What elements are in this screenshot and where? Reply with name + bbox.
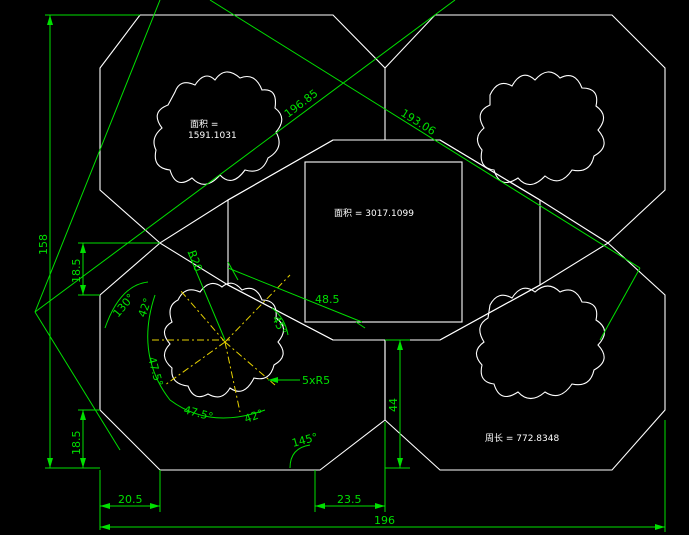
arrowhead xyxy=(80,410,86,420)
dim-label-45deg: 45° xyxy=(269,314,289,337)
dim-line-diagonal xyxy=(34,0,161,313)
arrowhead xyxy=(80,243,86,253)
arrowheads xyxy=(47,15,665,530)
dim-line-193-06 xyxy=(209,0,641,269)
bottom-left-octagon xyxy=(99,242,386,471)
dim-label-130deg: 130° xyxy=(110,291,137,320)
arrowhead xyxy=(315,503,325,509)
dim-label-18-5-lower: 18.5 xyxy=(70,431,83,456)
dim-label-44: 44 xyxy=(387,398,400,412)
flower-cutout-top-right xyxy=(476,71,605,186)
dimension-labels: 196.85 193.06 158 18.5 18.5 130° R20 48.… xyxy=(37,87,438,527)
arrowhead xyxy=(100,503,110,509)
dim-arc-145 xyxy=(289,444,311,469)
arrowhead xyxy=(80,458,86,468)
centerline xyxy=(164,341,226,386)
bottom-right-octagon xyxy=(384,242,666,471)
dim-line-diagonal xyxy=(34,311,121,451)
flower-cutouts xyxy=(153,71,606,400)
dimension-lines xyxy=(34,0,666,532)
dim-arc-angles xyxy=(147,294,266,419)
dim-label-47-5-left: 47.5° xyxy=(145,355,165,387)
arrowhead xyxy=(268,377,278,383)
flower-cutout-bottom-left xyxy=(163,282,285,398)
arrowhead xyxy=(47,458,53,468)
dim-label-42deg-upper: 42° xyxy=(136,296,155,319)
dim-label-196: 196 xyxy=(374,514,395,527)
dim-label-158: 158 xyxy=(37,234,50,255)
centerlines xyxy=(152,274,291,413)
area-center-label: 面积 = 3017.1099 xyxy=(334,207,414,219)
area-top-left-value: 1591.1031 xyxy=(188,131,237,141)
arrowhead xyxy=(375,503,385,509)
dim-line-diagonal xyxy=(599,267,641,341)
annotations: 面积 = 1591.1031 面积 = 3017.1099 周长 = 772.8… xyxy=(188,118,559,444)
dim-label-42deg-lower: 42° xyxy=(243,407,266,426)
centerline xyxy=(224,274,291,343)
flower-cutout-top-left xyxy=(153,71,283,185)
centerline xyxy=(179,289,226,343)
dim-label-18-5-upper: 18.5 xyxy=(70,259,83,284)
arrowhead xyxy=(100,524,110,530)
dim-label-145deg: 145° xyxy=(290,430,319,449)
arrowhead xyxy=(655,524,665,530)
dim-label-5xr5: 5xR5 xyxy=(302,374,330,387)
ext-line xyxy=(227,261,239,281)
area-top-left-label: 面积 = xyxy=(190,118,218,130)
flower-cutout-bottom-right xyxy=(475,285,606,400)
dim-line-48-5 xyxy=(227,267,363,323)
dim-label-23-5: 23.5 xyxy=(337,493,362,506)
dim-label-r20: R20 xyxy=(185,249,205,274)
dim-arc-45 xyxy=(271,307,289,336)
dim-arc-130 xyxy=(104,281,149,329)
centerline xyxy=(224,341,276,386)
dim-leader-r20 xyxy=(187,251,226,341)
arrowhead xyxy=(397,458,403,468)
dim-label-20-5: 20.5 xyxy=(118,493,143,506)
center-square xyxy=(304,161,463,323)
perimeter-label: 周长 = 772.8348 xyxy=(485,432,559,444)
arrowhead xyxy=(150,503,160,509)
arrowhead xyxy=(47,15,53,25)
arrowhead xyxy=(397,340,403,350)
dim-label-48-5: 48.5 xyxy=(315,293,340,306)
part-outline xyxy=(99,14,666,471)
ext-line xyxy=(355,321,366,329)
arrowhead xyxy=(80,285,86,295)
dim-line-196-85 xyxy=(34,0,456,313)
dim-label-47-5-bottom: 47.5° xyxy=(182,403,214,423)
centerline xyxy=(224,341,241,413)
dim-label-193-06: 193.06 xyxy=(398,107,438,138)
